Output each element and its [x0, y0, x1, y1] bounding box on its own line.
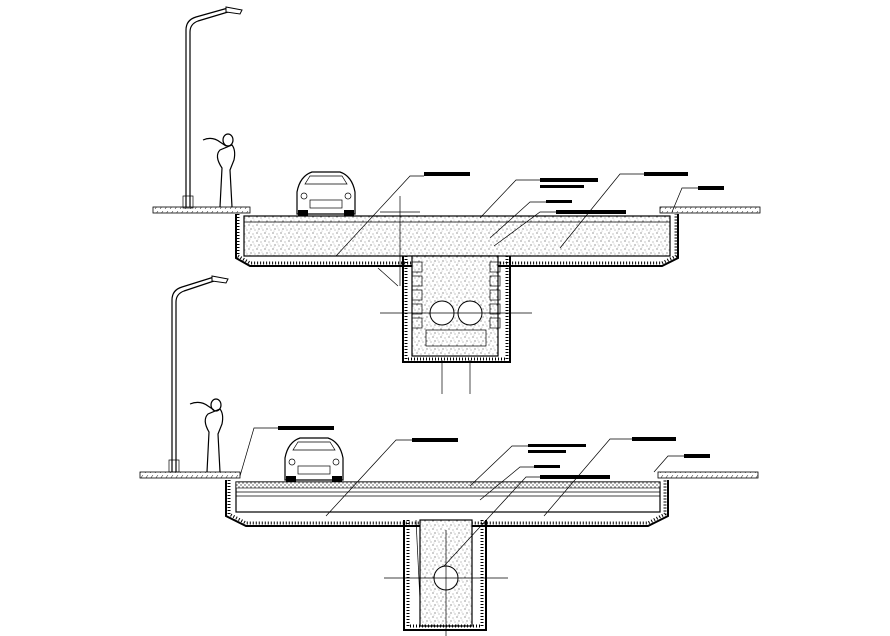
- ground-left: [152, 206, 251, 214]
- pedestrian-icon: [189, 398, 224, 473]
- street-lamp-icon: [168, 275, 229, 473]
- car-icon: [284, 437, 344, 482]
- annotation-leaders: [335, 172, 724, 257]
- lower-section: [139, 275, 759, 636]
- pedestrian-icon: [202, 133, 236, 208]
- ground-right: [657, 471, 759, 479]
- ground-right: [659, 206, 761, 214]
- ground-left: [139, 471, 241, 479]
- trench-blocks-right: [489, 261, 501, 329]
- annotation-leaders: [239, 426, 710, 567]
- upper-section: [152, 6, 761, 394]
- trench-blocks-left: [411, 261, 423, 329]
- utility-trench: [411, 255, 499, 357]
- car-icon: [296, 171, 356, 216]
- road-slab: [243, 215, 671, 257]
- street-lamp-icon: [182, 6, 243, 209]
